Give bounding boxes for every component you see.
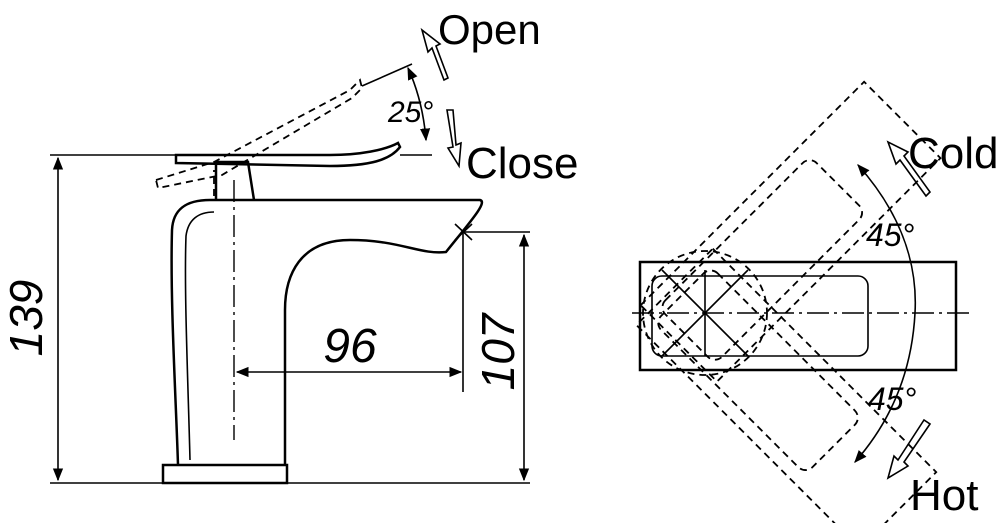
hot-arrow-icon	[886, 418, 932, 480]
lever-handle-closed	[174, 141, 402, 168]
open-arrow-icon	[420, 27, 450, 82]
cartridge-hub	[642, 250, 768, 376]
close-arrow-icon	[446, 109, 462, 169]
handle-top-cold	[639, 80, 942, 383]
handle-top-centre	[638, 260, 958, 372]
open-label: Open	[438, 6, 541, 53]
angle-25-label: 25°	[387, 96, 433, 129]
close-label: Close	[466, 139, 579, 188]
cold-angle-label: 45°	[866, 217, 915, 253]
cold-angle-arc	[857, 164, 917, 314]
lever-neck	[214, 160, 256, 201]
body-inner-edge	[184, 211, 215, 461]
angle-25-arc	[407, 66, 431, 142]
angle-25-ext-open	[361, 63, 413, 87]
dim-107-label: 107	[472, 312, 524, 390]
hot-angle-arc	[854, 312, 916, 463]
cold-label: Cold	[908, 129, 999, 178]
top-view: 45° 45° Cold Hot	[632, 80, 999, 523]
dim-96-label: 96	[323, 320, 377, 373]
handle-top-hot	[635, 247, 938, 523]
side-view: 139 96 107 25° Open Close	[0, 6, 579, 485]
faucet-body	[170, 198, 483, 466]
dim-139-label: 139	[0, 280, 52, 357]
faucet-base	[161, 463, 289, 485]
cold-arrow-icon	[886, 140, 932, 198]
hot-label: Hot	[910, 471, 978, 520]
hot-angle-label: 45°	[868, 381, 917, 417]
lever-handle-open	[154, 78, 363, 190]
